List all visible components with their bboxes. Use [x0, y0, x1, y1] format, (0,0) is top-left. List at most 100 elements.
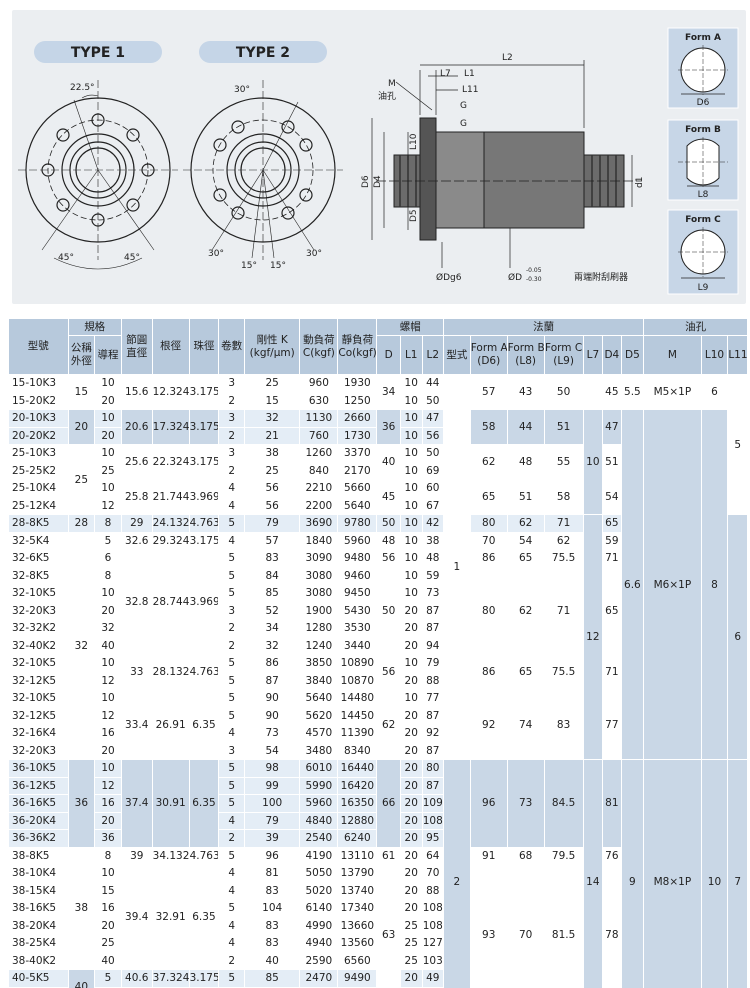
label-l1: L1	[464, 69, 475, 79]
cell-root: 28.744	[151, 549, 190, 655]
cell-l2: 108	[421, 916, 445, 935]
cell-turns: 5	[218, 846, 245, 865]
cell-lead: 10	[94, 654, 122, 673]
cell-dyn: 2470	[299, 969, 339, 988]
cell-k: 79	[243, 514, 301, 533]
cell-m: M6×1P	[643, 409, 702, 760]
cell-d: 66	[376, 759, 401, 848]
cell-turns: 5	[218, 566, 245, 585]
cell-k: 38	[243, 444, 301, 463]
cell-l2: 92	[421, 724, 445, 743]
th-oil: 油孔	[643, 318, 748, 336]
cell-model: 32-12K5	[8, 671, 69, 690]
cell-root: 32.91	[151, 864, 190, 970]
cell-k: 83	[243, 916, 301, 935]
cell-l11: 6	[727, 514, 748, 760]
cell-l10: 6	[700, 374, 729, 410]
cell-lead: 10	[94, 409, 122, 428]
cell-dyn: 630	[299, 391, 339, 410]
cell-lead: 40	[94, 951, 122, 970]
th-k: 剛性 K(kgf/μm)	[243, 318, 301, 375]
cell-k: 54	[243, 741, 301, 760]
cell-lead: 25	[94, 461, 122, 480]
cell-sta: 2660	[337, 409, 378, 428]
form-c-title: Form C	[685, 215, 721, 225]
cell-l1: 20	[399, 829, 423, 848]
cell-d4: 71	[602, 654, 622, 690]
cell-fa: 80	[469, 566, 508, 655]
cell-model: 38-16K5	[8, 899, 69, 918]
cell-sta: 5640	[337, 496, 378, 515]
form-a-title: Form A	[685, 33, 721, 43]
cell-pcd: 15.6	[120, 374, 153, 410]
form-c-card: Form C L9	[667, 209, 739, 295]
cell-sta: 11390	[337, 724, 378, 743]
cell-l1: 20	[399, 741, 423, 760]
form-b-card: Form B L8	[667, 119, 739, 201]
cell-sta: 1930	[337, 374, 378, 393]
th-nominal-2: 外徑	[70, 355, 92, 367]
cell-ball: 3.175	[188, 374, 220, 410]
cell-model: 38-10K4	[8, 864, 69, 883]
cell-sta: 9490	[337, 969, 378, 988]
cell-sta: 16440	[337, 759, 378, 778]
cell-l2: 44	[421, 374, 445, 393]
cell-l2: 87	[421, 776, 445, 795]
cell-fa: 86	[469, 654, 508, 690]
cell-l1: 10	[399, 391, 423, 410]
cell-model: 28-8K5	[8, 514, 69, 533]
cell-model: 15-10K3	[8, 374, 69, 393]
cell-k: 81	[243, 864, 301, 883]
cell-dyn: 3850	[299, 654, 339, 673]
form-a-dim: D6	[697, 98, 710, 108]
angle-45-right: 45°	[124, 253, 140, 263]
cell-sta: 5960	[337, 531, 378, 550]
cell-ball: 4.763	[188, 846, 220, 865]
th-flange: 法蘭	[443, 318, 645, 336]
th-pcd: 節圓直徑	[120, 318, 153, 375]
cell-model: 32-16K4	[8, 724, 69, 743]
cell-l1: 20	[399, 619, 423, 638]
cell-pcd: 25.8	[120, 479, 153, 515]
cell-d4: 59	[602, 531, 622, 550]
cell-fc: 51	[543, 409, 584, 445]
th-nut: 螺帽	[376, 318, 445, 336]
cell-dyn: 5960	[299, 794, 339, 813]
cell-sta: 16420	[337, 776, 378, 795]
label-l11: L11	[462, 85, 478, 95]
cell-sta: 8340	[337, 741, 378, 760]
cell-d4: 65	[602, 514, 622, 533]
cell-d: 36	[376, 409, 401, 445]
cell-l2: 109	[421, 794, 445, 813]
th-sta-1: 靜負荷	[341, 333, 374, 346]
dimension-drawings: TYPE 1 TYPE 2 22.5° 45° 45°	[18, 27, 739, 295]
cell-fa: 96	[469, 759, 508, 848]
cell-fc: 75.5	[543, 654, 584, 690]
cell-root: 12.324	[151, 374, 190, 410]
th-fb: Form B(L8)	[506, 335, 545, 375]
cell-k: 100	[243, 794, 301, 813]
th-model: 型號	[8, 318, 69, 375]
cell-l2: 64	[421, 846, 445, 865]
cell-fa: 93	[469, 864, 508, 988]
label-d4: D4	[373, 175, 383, 188]
cell-k: 83	[243, 881, 301, 900]
cell-dyn: 6010	[299, 759, 339, 778]
cell-nom: 38	[67, 846, 96, 970]
cell-dyn: 1260	[299, 444, 339, 463]
cell-fb: 70	[506, 864, 545, 988]
cell-model: 25-10K4	[8, 479, 69, 498]
cell-dyn: 5640	[299, 689, 339, 708]
cell-sta: 3370	[337, 444, 378, 463]
cell-k: 90	[243, 706, 301, 725]
label-m: M	[388, 79, 396, 89]
cell-d4: 78	[602, 864, 622, 988]
cell-lead: 10	[94, 584, 122, 603]
